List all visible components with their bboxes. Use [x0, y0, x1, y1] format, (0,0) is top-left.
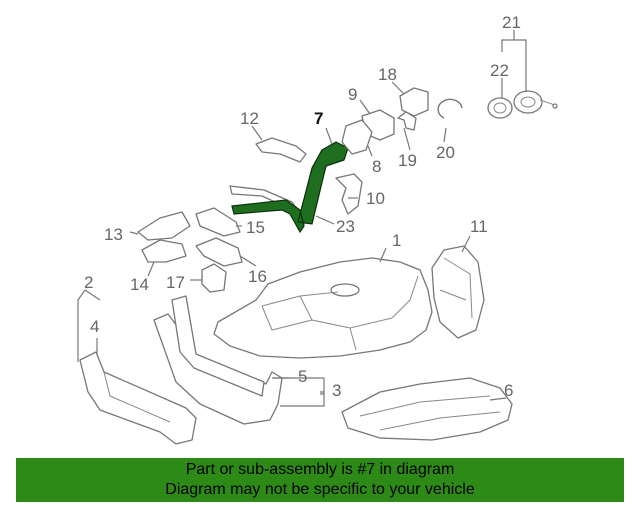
fuel-cap-part[interactable] [487, 97, 513, 119]
callout-11: 11 [470, 217, 488, 236]
bracket-17-part[interactable] [201, 263, 227, 293]
callout-8: 8 [372, 157, 381, 176]
parts-diagram: 1 2 3 4 5 6 7 8 9 10 11 12 13 14 15 16 1… [77, 13, 558, 445]
callout-9: 9 [348, 85, 357, 104]
callout-22: 22 [490, 61, 509, 80]
leader-lines [77, 30, 527, 407]
callout-16: 16 [248, 267, 267, 286]
part-18[interactable] [399, 87, 429, 117]
callout-1: 1 [392, 231, 401, 250]
bracket-13-part[interactable] [137, 211, 191, 241]
callout-10: 10 [366, 189, 385, 208]
callout-12: 12 [240, 109, 259, 128]
callout-13: 13 [104, 225, 123, 244]
callout-4: 4 [90, 317, 99, 336]
callout-20: 20 [436, 143, 455, 162]
callout-19: 19 [398, 151, 417, 170]
callout-23: 23 [336, 217, 355, 236]
bracket-16-part[interactable] [195, 237, 243, 267]
callout-18: 18 [378, 65, 397, 84]
ring-20-part[interactable] [437, 98, 463, 119]
bracket-12-part[interactable] [255, 137, 307, 163]
callout-6: 6 [504, 381, 513, 400]
callout-2: 2 [84, 273, 93, 292]
heat-shield-part[interactable] [431, 245, 485, 339]
tank-strap-left-part[interactable] [79, 351, 197, 445]
footer-banner: Part or sub-assembly is #7 in diagram Di… [16, 458, 624, 502]
bracket-14-part[interactable] [141, 239, 187, 263]
fuel-tank-part[interactable] [213, 257, 433, 359]
footer-line-2: Diagram may not be specific to your vehi… [165, 481, 475, 498]
hose-10-part[interactable] [335, 173, 363, 215]
callout-3: 3 [332, 381, 341, 400]
callout-15: 15 [246, 218, 265, 237]
bracket-15-part[interactable] [195, 207, 241, 237]
callout-21: 21 [502, 13, 521, 32]
callout-7: 7 [314, 109, 323, 128]
grommet-part[interactable] [341, 119, 373, 155]
callout-14: 14 [130, 275, 149, 294]
footer-line-1: Part or sub-assembly is #7 in diagram [185, 461, 455, 478]
callout-17: 17 [166, 273, 185, 292]
ring-19-part[interactable] [397, 111, 417, 131]
callout-5: 5 [298, 367, 307, 386]
protector-plate-part[interactable] [341, 377, 513, 441]
fuel-cap-tether-part[interactable] [513, 90, 558, 114]
